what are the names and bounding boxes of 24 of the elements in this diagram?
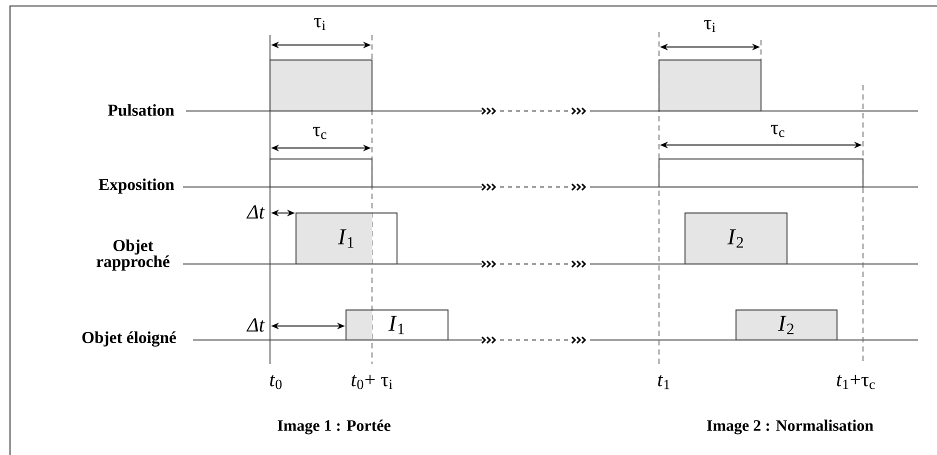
- pulse-box: [658, 60, 762, 112]
- pulse-box: [270, 158, 372, 188]
- duration-label: τ$_{i}$: [314, 18, 326, 30]
- pulse-box: [270, 60, 372, 112]
- time-label: t$_{0}$: [270, 374, 282, 390]
- time-label: t$_{1}$+τ$_{c}$: [836, 374, 875, 390]
- pulse-box: [658, 158, 864, 188]
- duration-label: τ$_{c}$: [313, 126, 326, 140]
- signal-box: I$_{1}$: [296, 212, 398, 264]
- time-label: t$_{1}$: [658, 374, 670, 390]
- delay-label: Δt: [246, 318, 265, 332]
- row-label: Exposition: [98, 178, 174, 194]
- time-label: t$_{0}$+ τ$_{i}$: [352, 374, 392, 390]
- panel-caption: Image 1 : Portée: [278, 420, 390, 434]
- row-label: Objet rapproché: [96, 239, 170, 271]
- duration-label: τ$_{c}$: [771, 124, 784, 138]
- row-label: Objet éloigné: [82, 331, 176, 347]
- signal-box: I$_{2}$: [736, 310, 838, 340]
- panel-caption: Image 2 : Normalisation: [707, 420, 874, 434]
- row-label: Pulsation: [108, 104, 174, 116]
- signal-box: I$_{2}$: [684, 212, 788, 264]
- signal-box: I$_{1}$: [346, 310, 448, 340]
- duration-label: τ$_{i}$: [704, 20, 716, 32]
- delay-label: Δt: [246, 205, 265, 219]
